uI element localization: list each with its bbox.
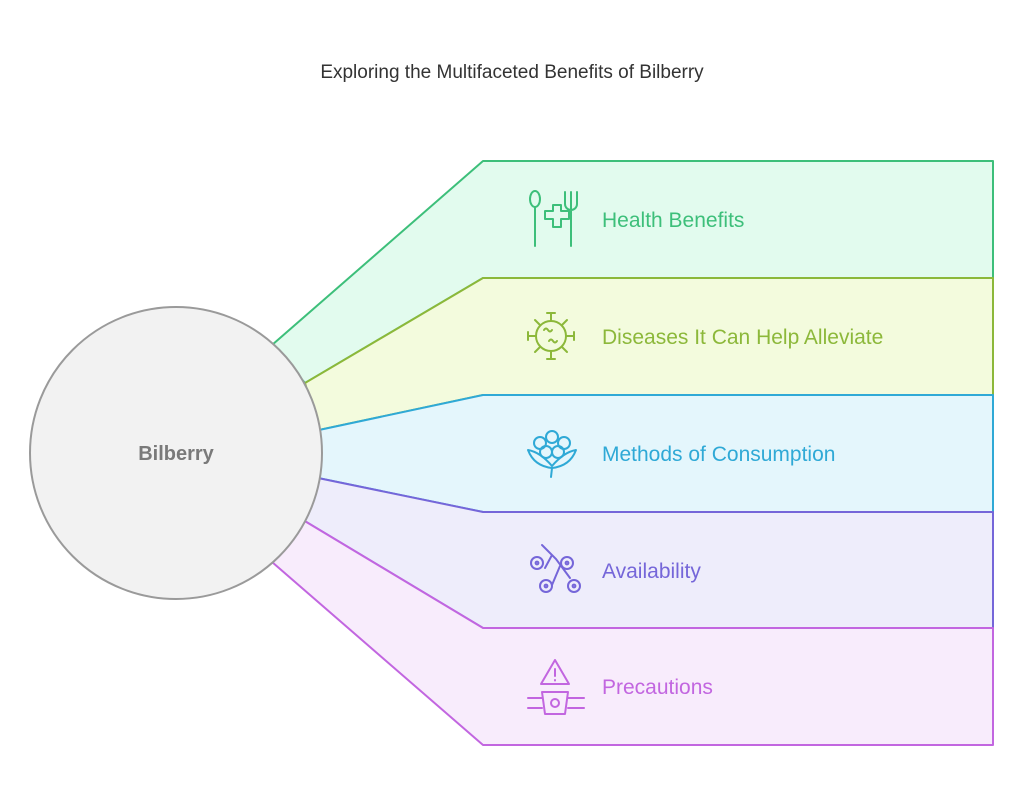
label-availability: Availability: [602, 560, 701, 583]
virus-icon: [527, 312, 575, 360]
label-precautions: Precautions: [602, 676, 713, 699]
label-diseases: Diseases It Can Help Alleviate: [602, 326, 883, 349]
label-health-benefits: Health Benefits: [602, 209, 744, 232]
warning-triangle-icon: [527, 659, 585, 715]
label-methods-of-consumption: Methods of Consumption: [602, 443, 835, 466]
diagram-title: Exploring the Multifaceted Benefits of B…: [320, 62, 704, 83]
center-circle: [29, 306, 323, 600]
berry-branch-icon: [530, 544, 581, 593]
flower-icon: [527, 430, 577, 478]
center-label: Bilberry: [138, 443, 214, 465]
spoon-fork-medical-cross-icon: [529, 190, 578, 247]
